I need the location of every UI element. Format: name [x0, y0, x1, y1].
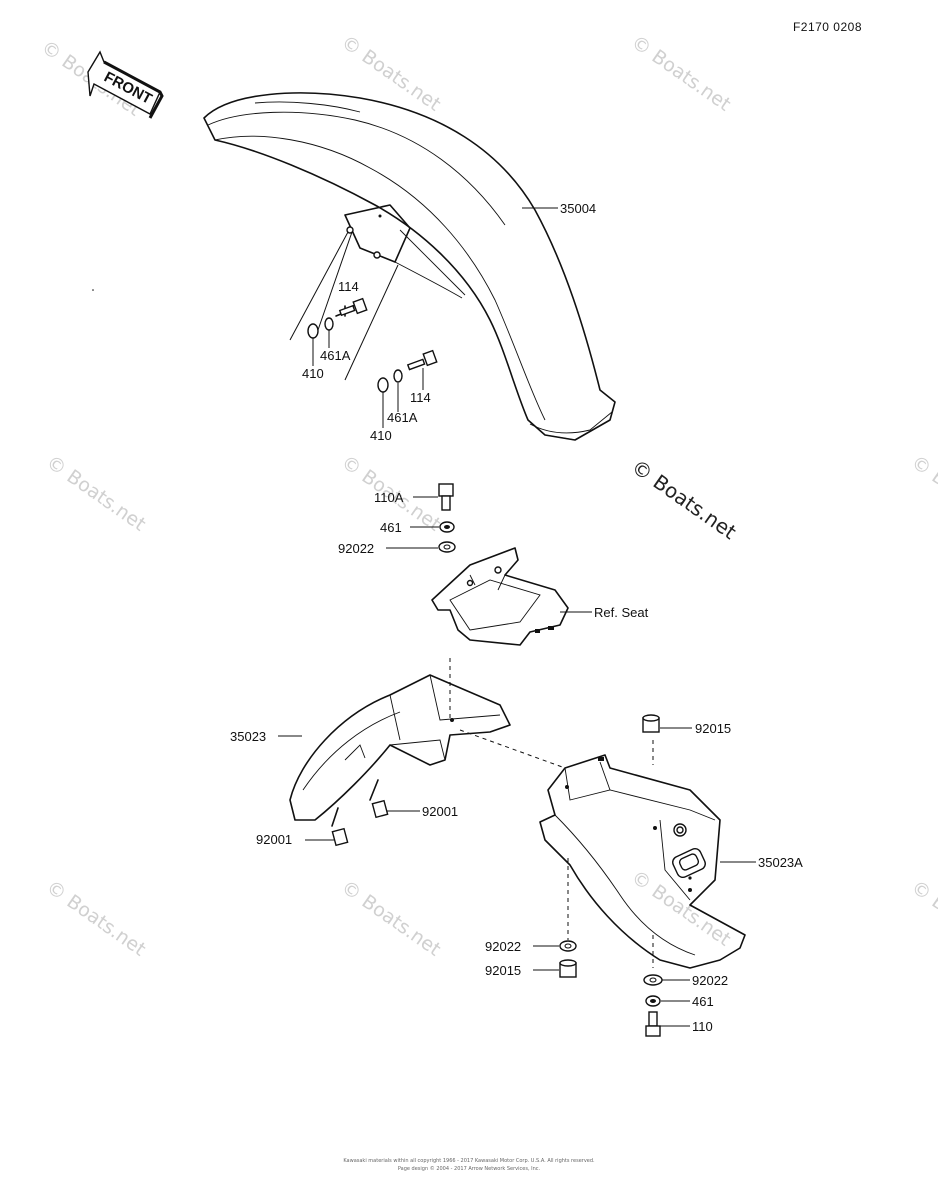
front-fender [203, 92, 616, 441]
watermark-10: © Boats.net [907, 876, 938, 961]
watermark-8: © Boats.net [337, 876, 445, 961]
label-461A-b: 461A [387, 410, 418, 425]
label-92022-top: 92022 [338, 541, 374, 556]
watermark-4: © Boats.net [42, 451, 150, 536]
label-461-bottom: 461 [692, 994, 714, 1009]
bolts-92001 [305, 779, 420, 847]
label-35023: 35023 [230, 729, 266, 744]
label-92022-bottom: 92022 [692, 973, 728, 988]
footer-copyright: Kawasaki materials within all copyright … [343, 1158, 595, 1164]
label-92001-a: 92001 [422, 804, 458, 819]
watermark-3: © Boats.net [627, 31, 735, 116]
label-92022-mid: 92022 [485, 939, 521, 954]
nut-92015-top [642, 714, 692, 733]
figure-code: F2170 0208 [792, 20, 862, 34]
label-35004: 35004 [560, 201, 596, 216]
watermark-6: © Boats.net [907, 451, 938, 536]
rear-fender-rear [539, 754, 746, 969]
lower-stack-right [643, 974, 690, 1037]
label-ref-seat: Ref. Seat [594, 605, 649, 620]
fender-hardware-right [344, 264, 438, 428]
label-410-b: 410 [370, 428, 392, 443]
label-35023A: 35023A [758, 855, 803, 870]
label-114-b: 114 [410, 390, 431, 405]
watermark-7: © Boats.net [42, 876, 150, 961]
label-110: 110 [692, 1019, 713, 1034]
label-461A-a: 461A [320, 348, 351, 363]
watermarks: © Boats.net © Boats.net © Boats.net © Bo… [37, 31, 938, 961]
label-114-a: 114 [338, 279, 359, 294]
footer-page-design: Page design © 2004 - 2017 Arrow Network … [397, 1166, 541, 1172]
rear-fender-front [289, 674, 511, 821]
fender-hardware-left [289, 231, 368, 366]
watermark-9: © Boats.net [627, 866, 735, 951]
watermark-2: © Boats.net [337, 31, 445, 116]
label-410-a: 410 [302, 366, 324, 381]
lower-stack-left [533, 940, 577, 978]
label-92001-b: 92001 [256, 832, 292, 847]
label-92015-top: 92015 [695, 721, 731, 736]
seat-bracket [431, 547, 569, 646]
seat-bolt-stack [386, 483, 456, 553]
watermark-main: © Boats.net [627, 454, 741, 544]
label-110A: 110A [374, 490, 404, 505]
label-92015-bottom: 92015 [485, 963, 521, 978]
label-461: 461 [380, 520, 402, 535]
